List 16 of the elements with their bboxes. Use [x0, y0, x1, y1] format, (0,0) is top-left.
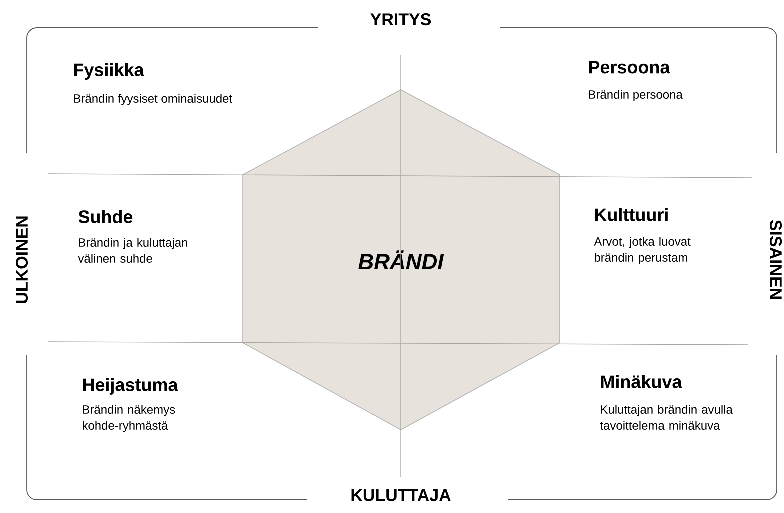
facet-description: Brändin näkemys kohde-ryhmästä	[83, 405, 176, 432]
axis-label: SISAINEN	[770, 220, 782, 299]
facet-heading: Persoona	[589, 61, 670, 74]
axis-label: ULKOINEN	[16, 216, 28, 304]
facet-heading: Kulttuuri	[595, 208, 668, 222]
brand-hexagon: BRÄNDI	[242, 90, 560, 430]
facet-heading: Suhde	[78, 210, 133, 224]
axis-label: KULUTTAJA	[352, 490, 451, 502]
facet-heading: Minäkuva	[601, 375, 682, 388]
facet-heading: Fysiikka	[74, 63, 144, 80]
axis-label: YRITYS	[370, 14, 432, 26]
facet-description: Brändin ja kuluttajan välinen suhde	[78, 238, 188, 263]
facet-heading: Heijastuma	[83, 378, 178, 395]
facet-description: Brändin persoona	[589, 90, 683, 102]
facet-description: Kuluttajan brändin avulla tavoittelema minäkuva	[600, 405, 733, 430]
facet-description: Arvot, jotka luovat brändin perustam	[594, 237, 691, 264]
